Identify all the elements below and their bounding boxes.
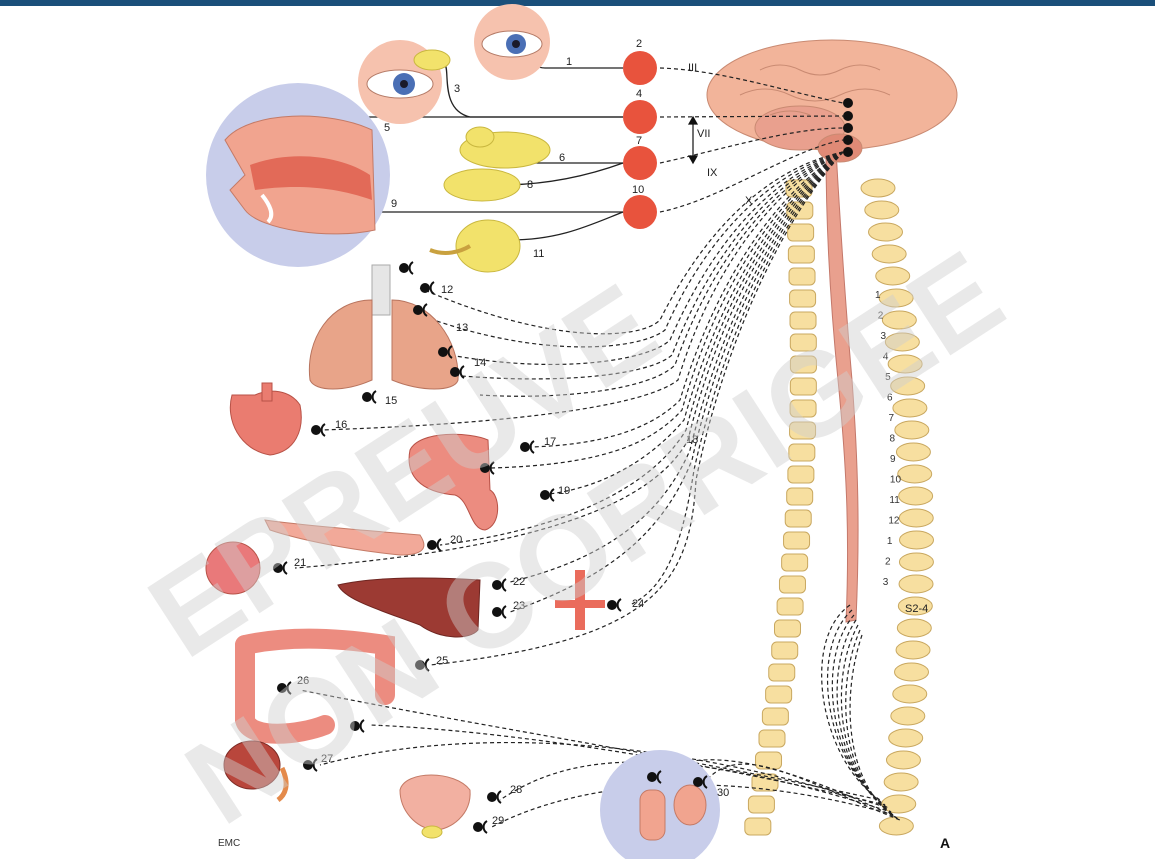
vertebra-body <box>759 730 785 747</box>
label-6: 6 <box>559 152 565 164</box>
vertebra-body <box>766 686 792 703</box>
label-4: 4 <box>636 88 642 100</box>
vertebra-body <box>779 576 805 593</box>
label-7: 7 <box>636 135 642 147</box>
label-9: 9 <box>391 198 397 210</box>
label-10: 10 <box>632 184 644 196</box>
spinal-segment-15: 3 <box>883 577 889 588</box>
synapse-dot <box>399 263 409 273</box>
spinal-segment-8: 8 <box>889 434 895 445</box>
label-30: 30 <box>717 787 729 799</box>
panel-letter: A <box>940 835 950 851</box>
vertebra-process <box>895 663 929 681</box>
eye-1 <box>474 4 550 80</box>
label-28: 28 <box>510 784 522 796</box>
synapse-dot <box>311 425 321 435</box>
nerve-vii-label: VII <box>697 128 710 140</box>
parotid-gland <box>430 220 520 272</box>
vertebra-process <box>898 465 932 483</box>
spinal-segment-9: 9 <box>890 454 896 465</box>
vertebra-process <box>899 487 933 505</box>
vertebra-process <box>897 619 931 637</box>
vertebra-process <box>900 531 934 549</box>
spinal-segment-14: 2 <box>885 557 891 568</box>
spinal-segment-11: 11 <box>889 495 900 506</box>
label-12: 12 <box>441 284 453 296</box>
vertebra-body <box>745 818 771 835</box>
synapse-dot <box>427 540 437 550</box>
vertebra-body <box>788 224 814 241</box>
vertebra-process <box>893 685 927 703</box>
head-cross-section <box>206 83 390 267</box>
vertebra-process <box>891 707 925 725</box>
vertebra-process <box>865 201 899 219</box>
synapse-dot <box>438 347 448 357</box>
vertebra-body <box>782 554 808 571</box>
nerve-ix-label: IX <box>707 167 718 179</box>
vertebra-body <box>790 290 816 307</box>
synapse-dot <box>487 792 497 802</box>
vertebra-body <box>787 488 813 505</box>
vertebra-process <box>899 553 933 571</box>
vertebra-body <box>775 620 801 637</box>
label-1: 1 <box>566 56 572 68</box>
vertebra-process <box>882 795 916 813</box>
submandibular-gland <box>460 127 550 168</box>
synapse-arc <box>410 262 413 274</box>
vertebra-body <box>748 796 774 813</box>
vertebra-process <box>899 575 933 593</box>
label-29: 29 <box>492 815 504 827</box>
bladder <box>400 775 470 838</box>
synapse-dot <box>362 392 372 402</box>
label-2: 2 <box>636 38 642 50</box>
vertebra-body <box>777 598 803 615</box>
synapse-dot <box>420 283 430 293</box>
synapse-dot <box>473 822 483 832</box>
vertebra-body <box>785 510 811 527</box>
synapse-dot <box>647 772 657 782</box>
vertebra-process <box>869 223 903 241</box>
eye-3 <box>358 40 450 124</box>
nerve-x-label: X <box>745 195 753 207</box>
synapse-arc <box>484 821 487 833</box>
vertebra-body <box>788 246 814 263</box>
vertebra-body <box>784 532 810 549</box>
label-24: 24 <box>632 598 644 610</box>
vertebra-body <box>789 268 815 285</box>
heart <box>230 383 301 455</box>
sublingual-gland <box>444 169 520 201</box>
vertebra-process <box>889 729 923 747</box>
sacral-label: S2-4 <box>905 603 928 615</box>
label-3: 3 <box>454 83 460 95</box>
label-13: 13 <box>456 322 468 334</box>
vertebra-process <box>899 509 933 527</box>
spinal-segment-10: 10 <box>890 475 902 486</box>
vertebra-body <box>769 664 795 681</box>
spinal-segment-13: 1 <box>887 536 893 547</box>
vertebra-process <box>879 817 913 835</box>
synapse-dot <box>693 777 703 787</box>
vertebra-process <box>896 641 930 659</box>
synapse-arc <box>431 282 434 294</box>
label-11: 11 <box>533 248 544 260</box>
synapse-arc <box>373 391 376 403</box>
vertebra-process <box>895 421 929 439</box>
vertebra-process <box>896 443 930 461</box>
spinal-segment-12: 12 <box>888 516 900 527</box>
synapse-arc <box>498 791 501 803</box>
vii-bracket-arrows <box>689 117 697 163</box>
label-8: 8 <box>527 179 533 191</box>
synapse-dot <box>413 305 423 315</box>
nerve-iii-label: III <box>688 62 697 74</box>
vertebra-process <box>861 179 895 197</box>
vertebra-body <box>772 642 798 659</box>
label-5: 5 <box>384 122 390 134</box>
vertebra-process <box>886 751 920 769</box>
vertebra-process <box>884 773 918 791</box>
synapse-arc <box>322 424 325 436</box>
vertebra-body <box>762 708 788 725</box>
